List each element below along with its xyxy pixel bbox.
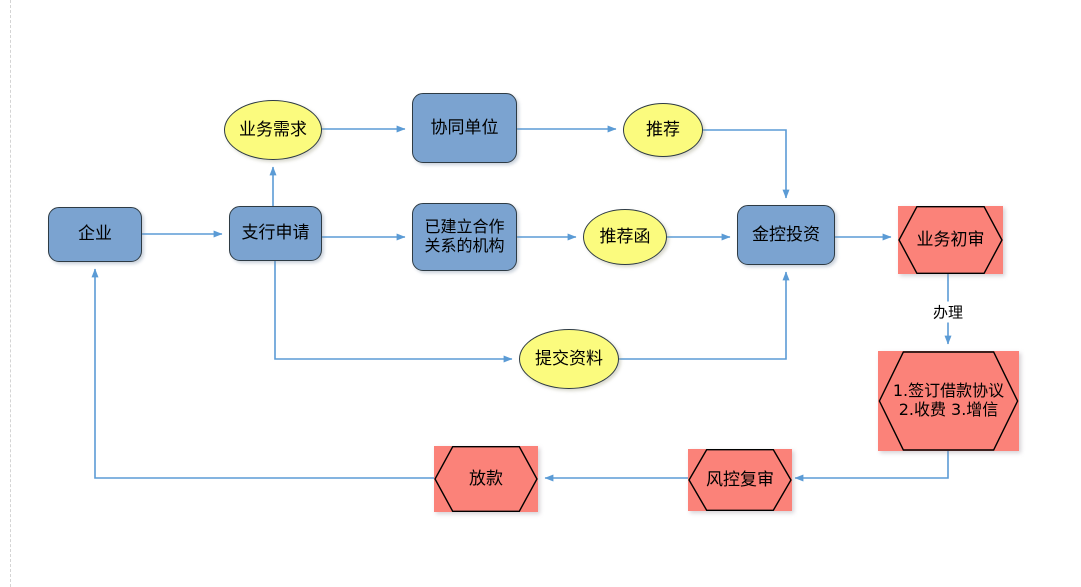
node-label-fengkong: 风控复审 bbox=[706, 469, 774, 490]
connector-tijiao-jinkong bbox=[619, 271, 790, 360]
connector-fangkuan-qiye bbox=[91, 268, 434, 479]
node-label-tijiao: 提交资料 bbox=[535, 348, 603, 369]
node-fangkuan[interactable]: 放款 bbox=[434, 446, 538, 512]
node-zhihang[interactable]: 支行申请 bbox=[229, 206, 322, 261]
node-label-jinkong: 金控投资 bbox=[752, 224, 820, 245]
node-label-fangkuan: 放款 bbox=[469, 468, 503, 489]
node-label-jigou: 已建立合作 关系的机构 bbox=[424, 217, 505, 255]
node-yewuxuqiu[interactable]: 业务需求 bbox=[224, 100, 322, 160]
edge-label-banli: 办理 bbox=[929, 301, 967, 323]
node-label-chushen: 业务初审 bbox=[916, 229, 985, 250]
node-label-tuijianhan: 推荐函 bbox=[599, 226, 651, 247]
node-chushen[interactable]: 业务初审 bbox=[898, 206, 1003, 274]
node-xietong[interactable]: 协同单位 bbox=[412, 93, 517, 163]
node-label-xietong: 协同单位 bbox=[430, 117, 499, 138]
node-label-tuijian: 推荐 bbox=[646, 119, 680, 140]
node-tijiao[interactable]: 提交资料 bbox=[519, 329, 619, 389]
node-label-yewuxuqiu: 业务需求 bbox=[239, 119, 307, 140]
left-margin-guide bbox=[10, 0, 11, 587]
connector-zhihang-tijiao bbox=[274, 261, 513, 363]
node-jigou[interactable]: 已建立合作 关系的机构 bbox=[412, 203, 517, 271]
node-tuijian[interactable]: 推荐 bbox=[623, 103, 703, 157]
node-fengkong[interactable]: 风控复审 bbox=[688, 449, 792, 511]
node-xieyi[interactable]: 1.签订借款协议 2.收费 3.增信 bbox=[878, 351, 1019, 451]
hexagon-shape-fangkuan bbox=[434, 446, 538, 512]
hexagon-shape-fengkong bbox=[688, 449, 792, 511]
node-tuijianhan[interactable]: 推荐函 bbox=[583, 209, 667, 265]
node-label-xieyi: 1.签订借款协议 2.收费 3.增信 bbox=[892, 381, 1005, 419]
node-qiye[interactable]: 企业 bbox=[48, 207, 142, 262]
node-label-zhihang: 支行申请 bbox=[241, 223, 310, 244]
node-jinkong[interactable]: 金控投资 bbox=[737, 205, 835, 265]
hexagon-shape-chushen bbox=[898, 206, 1003, 274]
hexagon-shape-xieyi bbox=[878, 351, 1019, 451]
connector-tuijian-jinkong bbox=[703, 129, 790, 199]
connector-xieyi-fengkong bbox=[794, 451, 949, 482]
node-label-qiye: 企业 bbox=[78, 224, 112, 245]
